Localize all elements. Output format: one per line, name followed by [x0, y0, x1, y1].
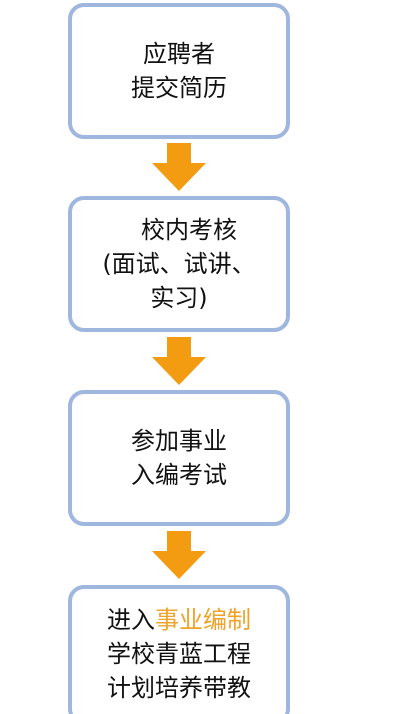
- step-2-box: 校内考核 (面试、试讲、 实习): [68, 196, 290, 332]
- step-3-box: 参加事业 入编考试: [68, 390, 290, 526]
- step-3-line-2: 入编考试: [131, 461, 227, 489]
- step-4-box: 进入事业编制 学校青蓝工程 计划培养带教: [68, 585, 290, 714]
- step-4-line-1-prefix: 进入: [107, 606, 155, 634]
- down-arrow-icon: [152, 531, 206, 579]
- step-4-line-1: 进入事业编制: [107, 603, 251, 637]
- down-arrow-icon: [152, 337, 206, 385]
- step-2-line-2: (面试、试讲、: [102, 250, 256, 278]
- down-arrow-icon: [152, 143, 206, 191]
- step-4-line-2: 学校青蓝工程: [107, 640, 251, 668]
- step-1-line-2: 提交简历: [131, 74, 227, 102]
- step-3-line-1: 参加事业: [131, 427, 227, 455]
- step-4-line-1-highlight: 事业编制: [155, 606, 251, 634]
- step-2-line-1: 校内考核: [141, 216, 237, 244]
- step-1-line-1: 应聘者: [143, 40, 215, 68]
- step-4-line-3: 计划培养带教: [107, 674, 251, 702]
- step-1-box: 应聘者 提交简历: [68, 3, 290, 139]
- step-2-line-3: 实习): [150, 284, 208, 312]
